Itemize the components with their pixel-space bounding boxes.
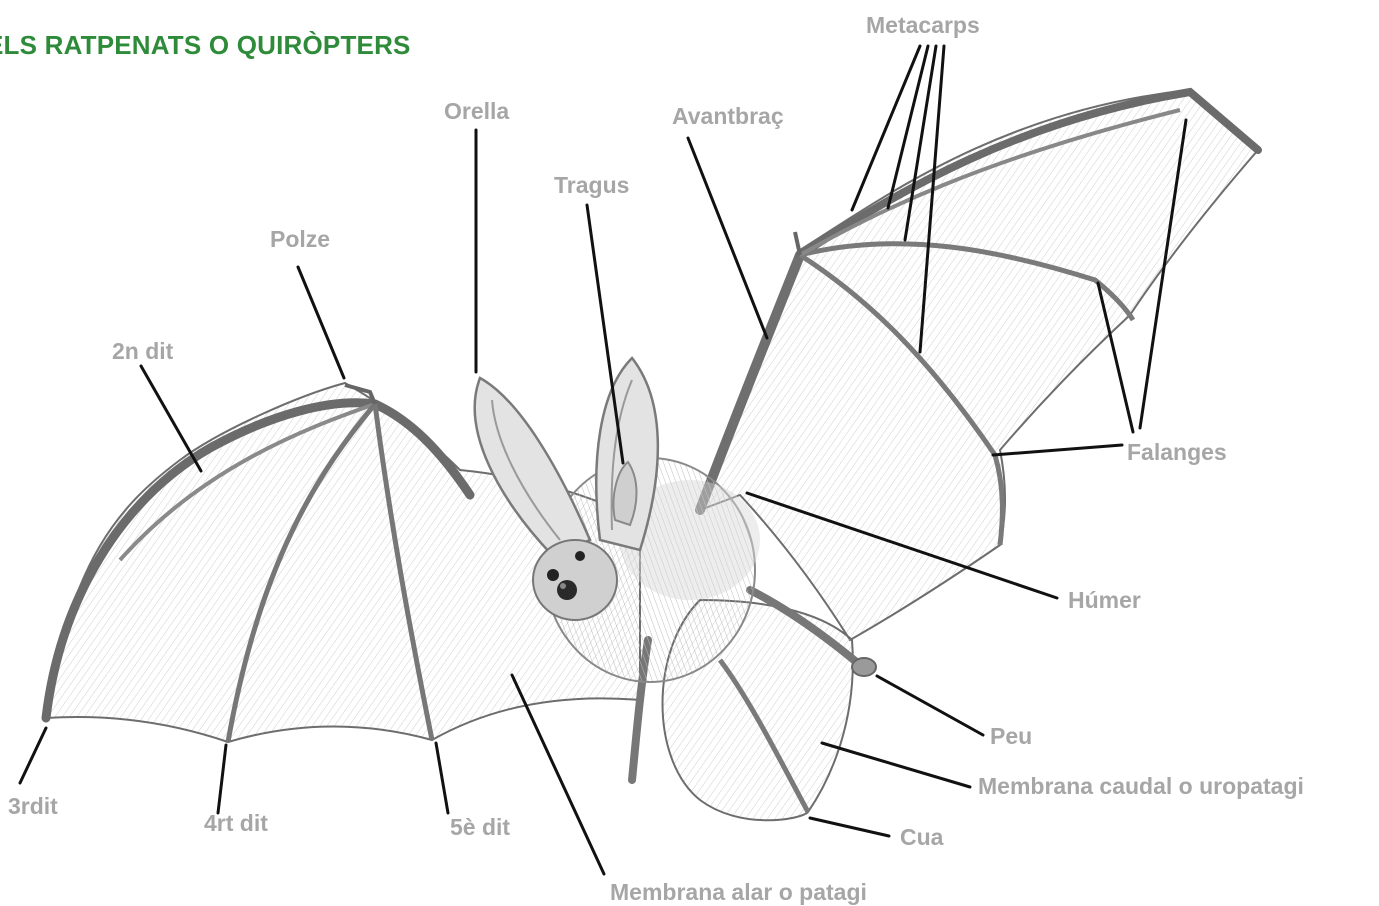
label-polze: Polze — [270, 228, 330, 251]
label-membrana-alar: Membrana alar o patagi — [610, 881, 867, 904]
head — [533, 540, 617, 620]
leader-polze — [298, 267, 344, 378]
leader-cua — [810, 818, 889, 836]
label-orella: Orella — [444, 100, 509, 123]
leader-falanges-1 — [993, 445, 1122, 455]
label-cua: Cua — [900, 826, 943, 849]
label-peu: Peu — [990, 725, 1032, 748]
leader-5e-dit — [436, 743, 448, 813]
label-avantbrac: Avantbraç — [672, 105, 784, 128]
nose-highlight — [560, 583, 566, 589]
label-4rt-dit: 4rt dit — [204, 812, 268, 835]
label-2n-dit: 2n dit — [112, 340, 173, 363]
leader-4rt-dit — [218, 745, 226, 813]
nose — [557, 580, 577, 600]
eye-right — [575, 551, 585, 561]
eye-left — [547, 569, 559, 581]
leader-membrana-alar — [512, 675, 604, 874]
label-falanges: Falanges — [1127, 441, 1227, 464]
label-membrana-caudal: Membrana caudal o uropatagi — [978, 775, 1304, 798]
label-3rdit: 3rdit — [8, 795, 58, 818]
leader-membrana-caudal — [822, 743, 970, 787]
leader-avantbrac — [688, 138, 767, 338]
leader-peu — [877, 676, 983, 735]
label-tragus: Tragus — [554, 174, 629, 197]
leader-3rdit — [20, 728, 46, 783]
right-thumb — [795, 232, 800, 255]
label-5e-dit: 5è dit — [450, 816, 510, 839]
label-humer: Húmer — [1068, 589, 1141, 612]
label-metacarps: Metacarps — [866, 14, 980, 37]
foot — [852, 658, 876, 676]
leader-2n-dit — [141, 366, 201, 471]
